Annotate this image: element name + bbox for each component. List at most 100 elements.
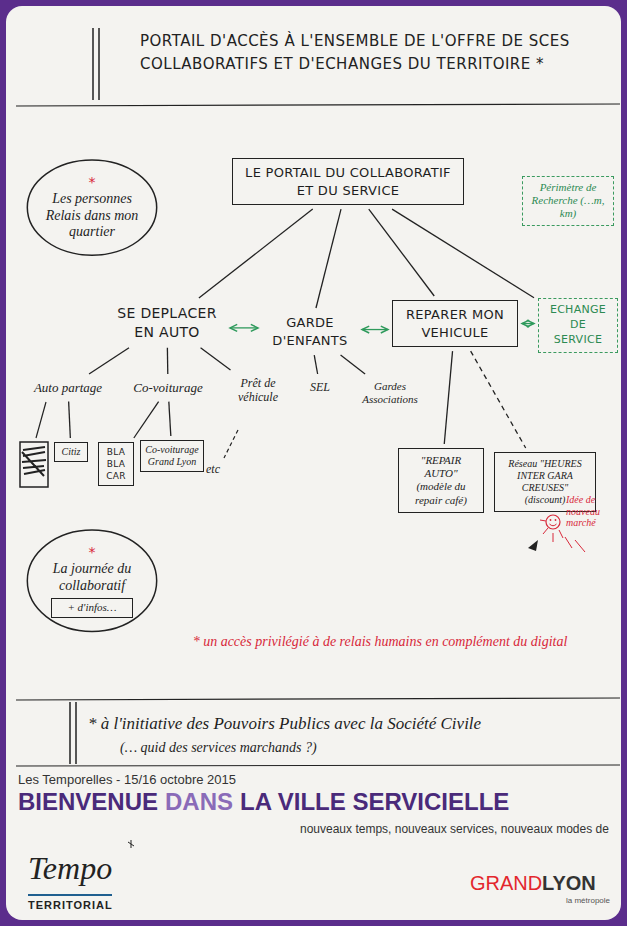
logo-word: Tempo — [28, 850, 112, 887]
connector-line — [89, 348, 129, 374]
asterisk-mark: * — [44, 544, 140, 561]
smiley-eye — [550, 519, 552, 521]
connector-line — [199, 209, 313, 298]
connector — [316, 209, 341, 308]
logo-rule — [28, 894, 112, 896]
asterisk-mark: * — [44, 174, 140, 191]
connector-line — [230, 327, 258, 328]
margin-bar — [98, 28, 100, 100]
node-text: Co-voiturage Grand Lyon — [143, 444, 201, 468]
connector-line — [134, 402, 159, 438]
connector — [199, 209, 313, 298]
banner-word: DANS — [165, 788, 233, 816]
banner-subtitle: nouveaux temps, nouveaux services, nouve… — [300, 822, 609, 836]
connector — [89, 348, 129, 374]
connector — [169, 402, 171, 436]
leader-line — [36, 402, 46, 438]
connector — [369, 209, 434, 296]
node-text: Gardes Associations — [355, 380, 425, 406]
provider-box: BLA BLA CAR — [98, 442, 134, 486]
connector-line — [169, 402, 171, 436]
scribbled-box — [20, 442, 48, 487]
info-box: + d'infos… — [51, 598, 133, 617]
arrow-head — [522, 320, 529, 327]
search-scope-box: Périmètre de Recherche (…m, km) — [522, 176, 614, 226]
connector — [230, 324, 258, 331]
node-text: "REPAIR AUTO" (modèle du repair café) — [407, 454, 475, 507]
margin-bar — [92, 28, 94, 100]
service-label: SEL — [300, 378, 340, 396]
connector-line — [314, 355, 317, 374]
connector-line — [369, 209, 434, 296]
node-text: Co-voiturage — [127, 380, 209, 396]
handwritten-title: PORTAIL D'ACCÈS À L'ENSEMBLE DE L'OFFRE … — [140, 30, 612, 77]
connector-line — [167, 348, 169, 374]
connector — [522, 320, 534, 327]
arrow-head — [362, 326, 369, 333]
connector — [444, 351, 452, 444]
node-text: Auto partage — [29, 380, 107, 396]
leader-line — [224, 430, 238, 458]
node-text: La journée du collaboratif — [44, 561, 140, 595]
arrow-head — [381, 326, 388, 333]
service-label: Gardes Associations — [352, 378, 428, 408]
margin-bar — [75, 702, 77, 764]
node-text: GARDE D'ENFANTS — [265, 314, 355, 349]
node-text: ECHANGE DE SERVICE — [544, 303, 612, 348]
logo-word: GRAND — [470, 872, 542, 895]
pen-mark — [128, 840, 134, 848]
logo-tagline: la métropole — [566, 896, 610, 905]
connector — [69, 402, 71, 438]
provider-box: Co-voiturage Grand Lyon — [140, 440, 204, 472]
logo-word: TERRITORIAL — [28, 899, 113, 911]
portal-box: LE PORTAIL DU COLLABORATIF ET DU SERVICE — [232, 158, 464, 205]
banner-word: LA VILLE SERVICIELLE — [240, 788, 509, 816]
connector — [134, 402, 159, 438]
node-text: Périmètre de Recherche (…m, km) — [528, 181, 608, 221]
footnote: (… quid des services marchands ?) — [120, 740, 317, 756]
separator-line — [16, 765, 620, 766]
service-label: Co-voiturage — [124, 378, 212, 398]
node-text: REPARER MON VEHICULE — [401, 306, 509, 341]
event-bubble: *La journée du collaboratif + d'infos… — [26, 528, 158, 634]
service-label: Auto partage — [26, 378, 110, 398]
connector — [167, 348, 168, 374]
event-date: Les Temporelles - 15/16 octobre 2015 — [18, 772, 236, 787]
service-label: Prêt de véhicule — [226, 374, 290, 407]
connector — [471, 351, 526, 448]
arrow-head — [230, 324, 237, 331]
arrow-head — [251, 324, 258, 331]
smiley — [546, 515, 560, 529]
bubble-outline — [27, 160, 156, 255]
bubble-outline — [27, 530, 156, 631]
connector — [341, 355, 366, 374]
smiley-mouth — [550, 524, 557, 526]
connector-line — [444, 351, 452, 444]
note-text: etc — [206, 462, 220, 477]
pointer-mark — [528, 540, 538, 551]
red-note: * un accès privilégié à de relais humain… — [180, 634, 580, 650]
node-text: Les personnes Relais dans mon quartier — [44, 191, 140, 241]
connector-line — [392, 209, 534, 298]
connector — [314, 355, 317, 374]
separator-line — [16, 104, 620, 106]
node-text: Citiz — [57, 446, 85, 458]
node-text: SE DEPLACER EN AUTO — [111, 304, 223, 342]
connector — [201, 348, 231, 370]
smiley-eye — [555, 519, 557, 521]
provider-box: Citiz — [54, 442, 88, 462]
node-text: + d'infos… — [56, 601, 128, 614]
idea-box: "REPAIR AUTO" (modèle du repair café) — [398, 448, 484, 513]
category-label: SE DEPLACER EN AUTO — [108, 302, 226, 344]
footnote: * à l'initiative des Pouvoirs Publics av… — [88, 714, 481, 734]
connector-line — [362, 329, 388, 330]
idea-note: Idée de nouveau marché — [566, 494, 620, 529]
category-label: GARDE D'ENFANTS — [262, 312, 358, 351]
logo-word: LYON — [542, 872, 596, 895]
connector-line — [471, 351, 526, 448]
node-text: Prêt de véhicule — [229, 376, 287, 405]
exchange-box: ECHANGE DE SERVICE — [538, 298, 618, 353]
separator-line — [16, 698, 620, 700]
scribble — [22, 447, 46, 476]
